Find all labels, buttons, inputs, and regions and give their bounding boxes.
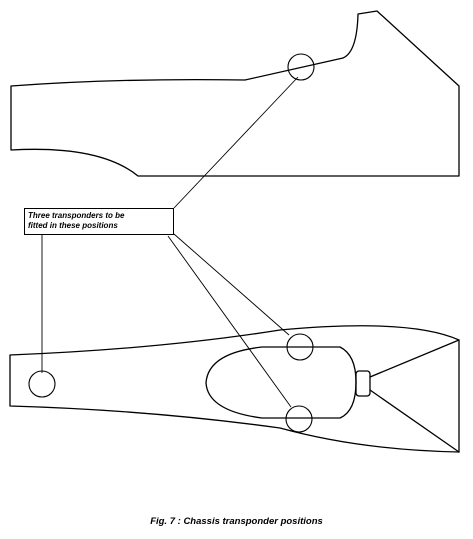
leader-line-top-lower — [167, 235, 292, 408]
leader-line-top-upper — [173, 233, 290, 336]
rear-strut-lower — [369, 389, 460, 453]
callout-line-2: fitted in these positions — [28, 221, 118, 230]
transponder-position-cockpit-upper — [286, 333, 314, 361]
chassis-side-view — [10, 10, 460, 177]
rear-connector — [355, 370, 371, 397]
callout-label: Three transponders to be fitted in these… — [24, 208, 174, 235]
rear-strut-upper — [369, 339, 460, 378]
transponder-position-nose — [28, 370, 56, 398]
callout-line-1: Three transponders to be — [28, 211, 125, 220]
chassis-top-view — [9, 325, 460, 453]
transponder-position-cockpit-lower — [285, 405, 313, 433]
transponder-position-side — [287, 53, 315, 81]
cockpit-outline — [205, 346, 357, 419]
leader-line-side — [173, 76, 299, 209]
figure-caption: Fig. 7 : Chassis transponder positions — [150, 516, 323, 527]
